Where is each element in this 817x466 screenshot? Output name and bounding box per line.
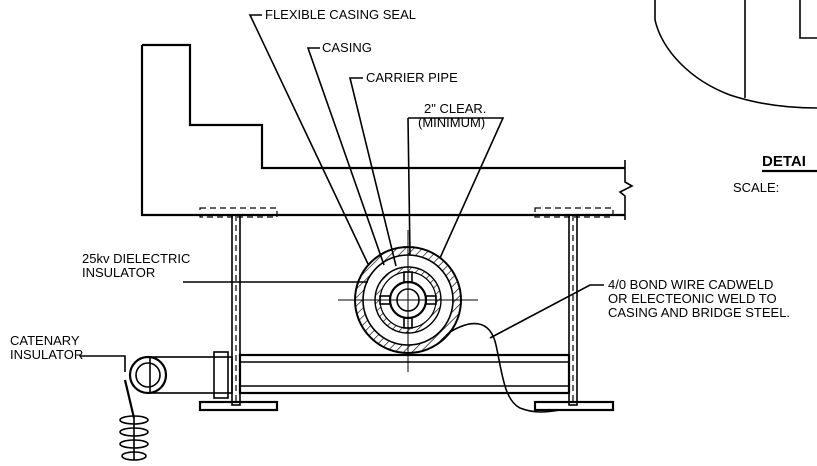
leader-lines [80,14,604,372]
detail-title: DETAI [762,153,806,170]
bottom-flange-right [533,400,615,412]
label-catenary-line2: INSULATOR [10,347,83,362]
label-dielectric-line1: 25kv DIELECTRIC [82,251,190,266]
label-carrier-pipe: CARRIER PIPE [366,70,458,85]
label-flexible-casing-seal: FLEXIBLE CASING SEAL [265,7,416,22]
bottom-flange-left [198,400,279,412]
label-bond-wire-line2: OR ELECTEONIC WELD TO [608,291,777,306]
label-clearance-line1: 2" CLEAR. [424,101,486,116]
support-beam [238,353,571,395]
bond-wire [449,322,561,413]
label-catenary-line1: CATENARY [10,333,80,348]
catenary-ring-inner [135,362,161,388]
label-dielectric-line2: INSULATOR [82,265,155,280]
pipe-assembly [338,230,478,372]
label-bond-wire-line1: 4/0 BOND WIRE CADWELD [608,277,773,292]
catenary-arm [149,356,233,394]
label-casing: CASING [322,40,372,55]
bearing-plate-left [199,207,278,218]
catenary-insulator-stack [119,379,149,461]
bridge-deck-outline [142,43,625,170]
catenary-ring-outer [128,355,168,395]
label-bond-wire-line3: CASING AND BRIDGE STEEL. [608,305,790,320]
bearing-plate-right [534,207,614,218]
location-sketch [654,0,817,109]
label-clearance-line2: (MINIMUM) [418,115,485,130]
label-scale: SCALE: [733,180,779,195]
deck-break-line [618,160,634,220]
bridge-deck-left-edge [140,45,625,217]
